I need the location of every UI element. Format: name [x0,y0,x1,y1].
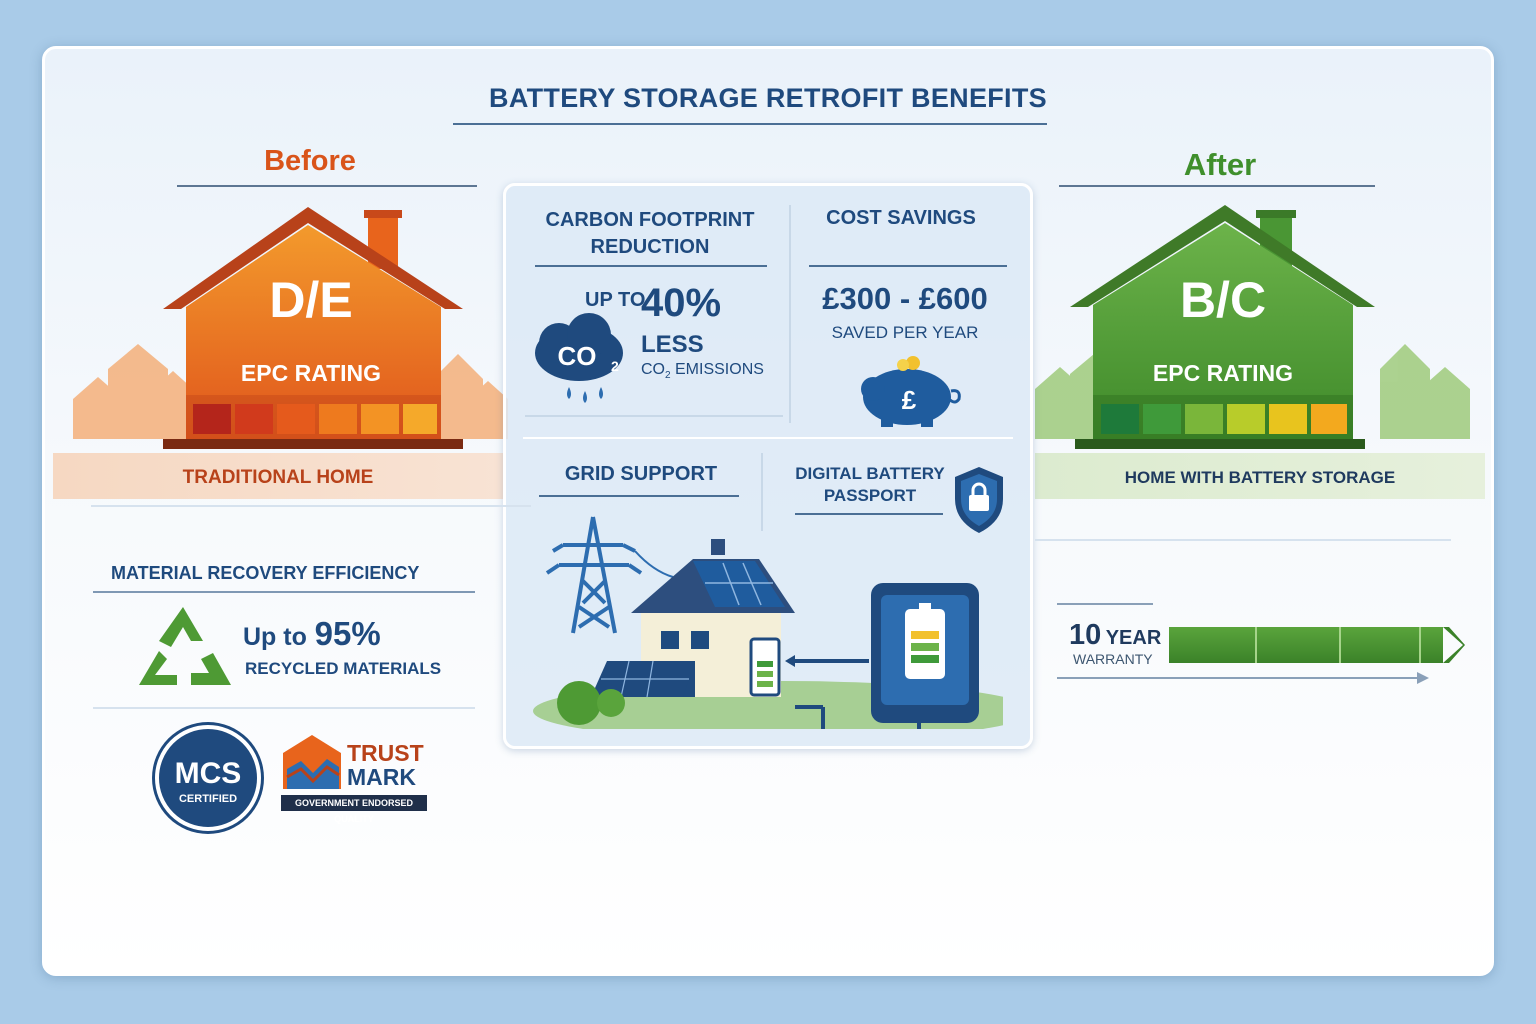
cost-caption: SAVED PER YEAR [831,323,979,342]
before-rating-label: EPC RATING [241,360,381,386]
warranty-upper-rule [1057,603,1153,605]
recovery-value: 95% [314,615,381,652]
carbon-value: 40% [641,281,722,325]
panel-divider-top [789,205,791,423]
piggy-bank-icon: £ [861,356,961,427]
before-epc-scale [193,404,437,434]
emissions-rest: EMISSIONS [670,361,764,378]
carbon-title-line2: REDUCTION [590,236,710,258]
recovery-caption: RECYCLED MATERIALS [245,659,442,678]
shield-lock-icon [955,467,1003,533]
passport-title-line1: DIGITAL BATTERY [795,464,945,483]
co2-cloud-icon: CO 2 [535,313,623,403]
grid-title: GRID SUPPORT [564,463,718,485]
before-rating: D/E [269,272,352,328]
cost-rule [809,265,1007,267]
recycle-icon [139,607,231,685]
infographic-frame: BATTERY STORAGE RETROFIT BENEFITS Before [42,46,1494,976]
carbon-title: CARBON FOOTPRINT REDUCTION [515,207,785,261]
before-background-houses [73,344,508,439]
warranty-unit: YEAR [1105,627,1162,649]
carbon-emissions: CO2 EMISSIONS [641,361,764,381]
cost-title: COST SAVINGS [826,207,976,229]
after-epc-scale [1101,404,1347,434]
recovery-rule [93,591,475,593]
recovery-title: MATERIAL RECOVERY EFFICIENCY [111,563,420,583]
recovery-bottom-rule [93,707,475,709]
carbon-bottom-rule [525,415,783,417]
warranty-top-rule [1035,539,1451,541]
after-caption-band: HOME WITH BATTERY STORAGE [1035,453,1485,499]
co2-cloud-sub: 2 [611,358,619,374]
warranty-chevron-icon [1443,627,1465,663]
co2-cloud-label: CO [558,341,597,371]
warranty-bar [1169,627,1443,663]
trustmark-line1: TRUST [347,740,424,766]
warranty-arrow-head-icon [1417,672,1429,684]
before-heading-rule [177,185,477,187]
before-caption-band: TRADITIONAL HOME [53,453,503,499]
emissions-co: CO [641,361,665,378]
mcs-badge-subtitle: CERTIFIED [178,793,238,805]
grid-rule [539,495,739,497]
before-caption: TRADITIONAL HOME [182,467,374,488]
passport-rule [795,513,943,515]
recovery-line: Up to 95% [243,615,381,653]
after-rating-label: EPC RATING [1153,360,1293,386]
recovery-prefix: Up to [243,623,307,651]
page-title: BATTERY STORAGE RETROFIT BENEFITS [489,83,1047,113]
before-house-body [186,225,441,439]
carbon-less: LESS [641,331,704,358]
piggy-symbol: £ [902,385,917,415]
trustmark-line2: MARK [347,764,416,790]
mcs-badge-title: MCS [174,757,242,790]
title-underline [453,123,1047,125]
warranty-caption: WARRANTY [1073,651,1153,667]
after-house-body [1093,223,1353,439]
pylon-icon [545,516,674,634]
trustmark-logo-icon [283,735,341,789]
passport-title: DIGITAL BATTERY PASSPORT [785,463,955,507]
before-heading: Before [264,145,356,177]
after-heading-rule [1059,185,1375,187]
trustmark-wordmark: TRUST MARK [347,741,424,789]
warranty-number: 10 [1069,619,1102,651]
grid-home-illustration [533,516,1003,729]
recovery-top-rule [91,505,531,507]
flow-arrows [791,659,921,729]
emissions-sub: 2 [665,370,671,382]
after-house-illustration: B/C EPC RATING [1035,205,1470,449]
after-roof [1070,205,1375,307]
warranty-arrow-line [1057,677,1421,679]
panel-divider-middle [523,437,1013,439]
carbon-title-line1: CARBON FOOTPRINT [545,209,755,231]
carbon-prefix: UP TO [585,289,646,311]
passport-title-line2: PASSPORT [823,486,917,505]
before-roof [163,207,463,309]
after-rating: B/C [1180,272,1266,328]
before-house-illustration: D/E EPC RATING [73,207,508,449]
after-heading: After [1183,147,1257,182]
panel-divider-bottom [761,453,763,531]
after-caption: HOME WITH BATTERY STORAGE [1124,468,1396,487]
mcs-certified-badge: MCS CERTIFIED [155,725,261,831]
cost-value: £300 - £600 [822,281,988,316]
carbon-rule [535,265,767,267]
trustmark-subtitle: GOVERNMENT ENDORSED QUALITY [281,795,427,824]
warranty-label: 10 YEAR [1069,619,1161,652]
